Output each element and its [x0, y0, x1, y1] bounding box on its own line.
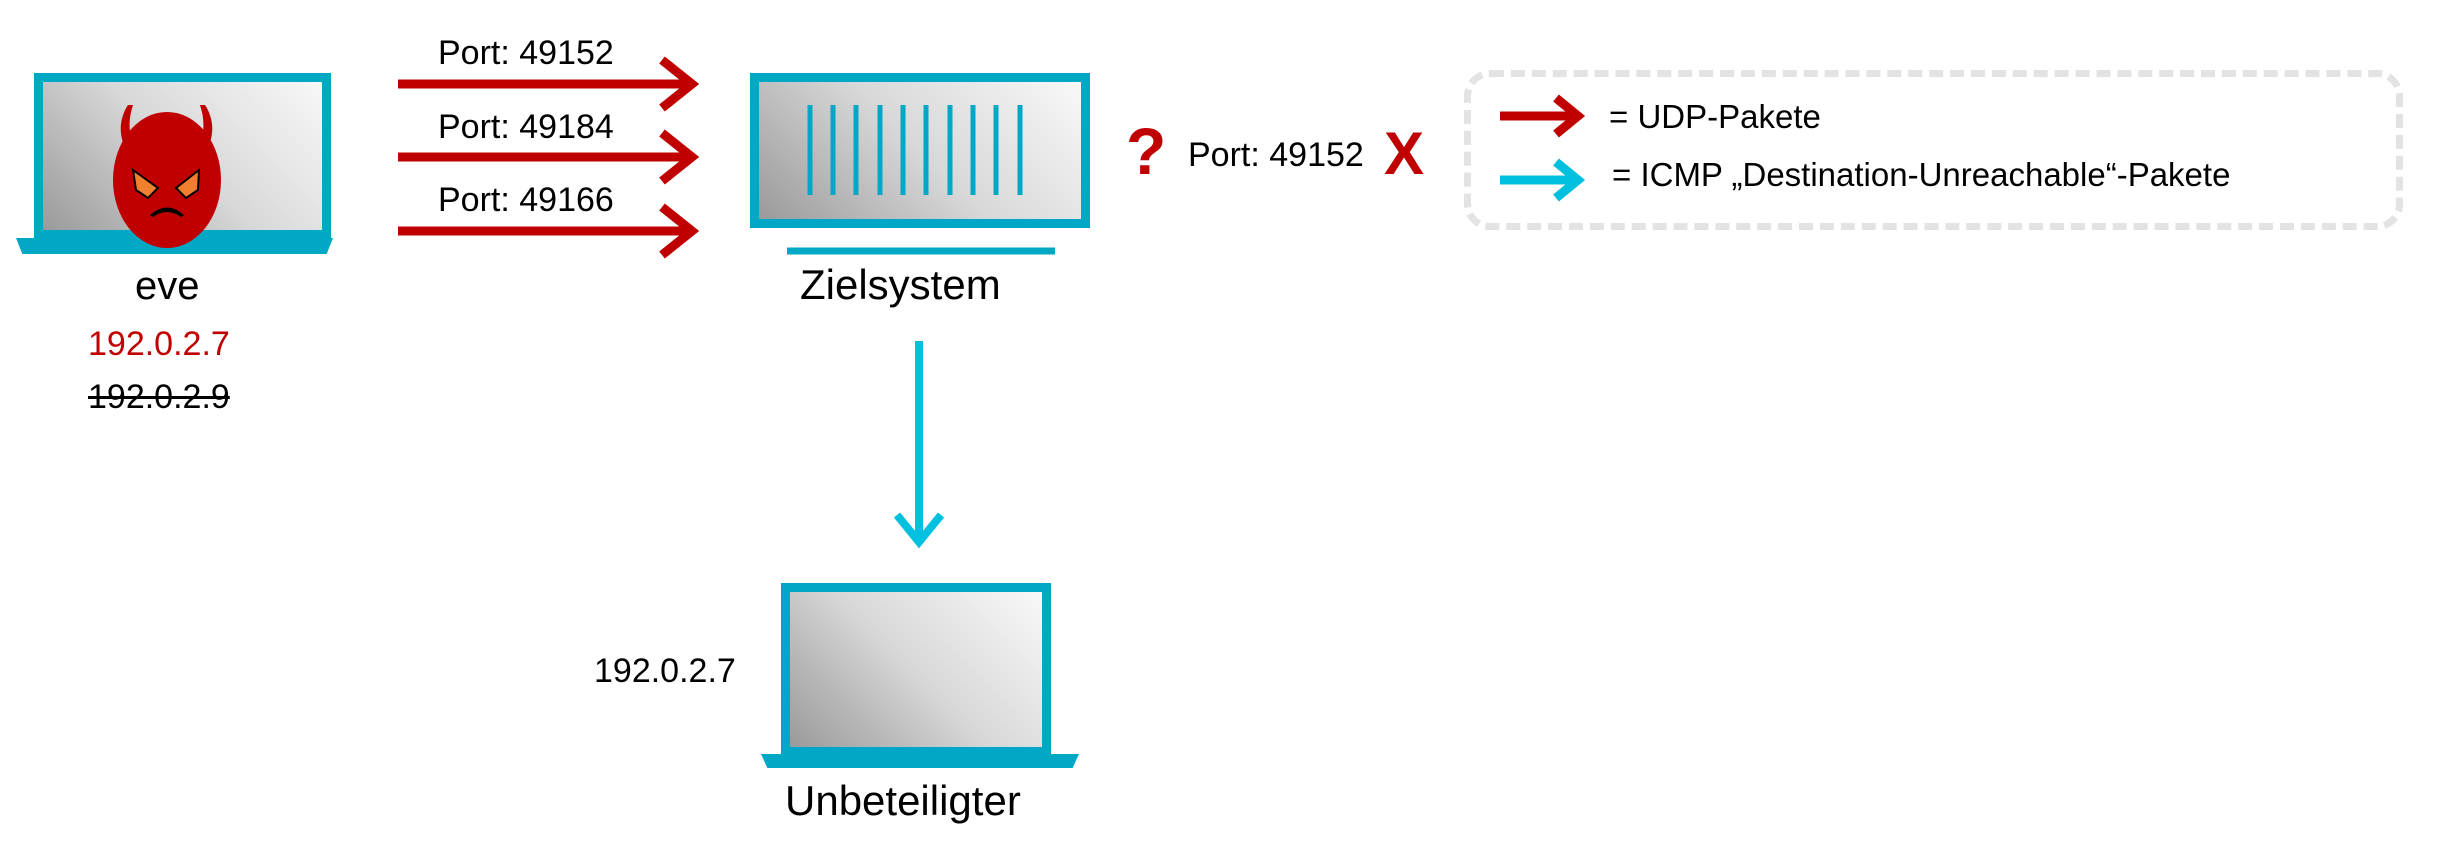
- attacker-name: eve: [135, 264, 200, 308]
- attacker-spoofed-ip: 192.0.2.7: [88, 325, 230, 363]
- packet-label-1: Port: 49152: [438, 34, 614, 72]
- closed-x-icon: X: [1384, 120, 1425, 187]
- eve-laptop-screen: [34, 73, 331, 239]
- victim-laptop-base: [761, 754, 1079, 768]
- victim-name: Unbeteiligter: [785, 777, 1021, 824]
- victim-laptop-screen: [781, 583, 1051, 756]
- legend-box: [1464, 70, 2403, 230]
- question-icon: ?: [1126, 114, 1167, 188]
- packet-label-2: Port: 49184: [438, 108, 614, 146]
- closed-port-label: Port: 49152: [1188, 136, 1364, 174]
- packet-label-3: Port: 49166: [438, 181, 614, 219]
- legend-icmp-label: = ICMP „Destination-Unreachable“-Pakete: [1612, 156, 2231, 193]
- target-system-box: [750, 73, 1090, 228]
- eve-laptop-base: [16, 238, 333, 254]
- attacker-real-ip: 192.0.2.9: [88, 378, 230, 416]
- target-name: Zielsystem: [800, 261, 1001, 308]
- legend-udp-label: = UDP-Pakete: [1609, 98, 1821, 135]
- victim-ip: 192.0.2.7: [594, 652, 736, 690]
